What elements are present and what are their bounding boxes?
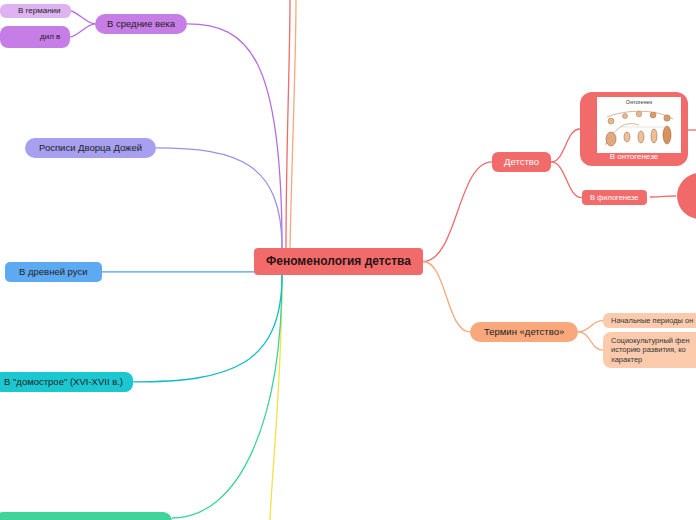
figure	[624, 132, 630, 142]
branch-connector	[578, 321, 603, 332]
node-text: Детство	[504, 156, 539, 168]
subtopic-box: Начальные периоды он	[603, 313, 696, 328]
cell-figure	[608, 118, 614, 124]
topic-box: Термин «детство»	[470, 322, 578, 342]
subtopic-box: дил в	[0, 26, 70, 48]
illustration-picture	[597, 97, 681, 153]
branch-connector	[133, 275, 282, 382]
branch-connector	[70, 24, 95, 37]
branch-connector	[578, 332, 603, 350]
node-text: В онтогенезе	[610, 152, 658, 162]
cell-figure	[650, 112, 656, 118]
branch-connector	[71, 11, 95, 24]
branch-line	[286, 0, 290, 248]
image-topic: Онтогенез В онтогенезе	[580, 92, 688, 166]
branch-connector	[551, 162, 582, 198]
branch-connector	[551, 129, 580, 162]
branch-connector	[156, 148, 282, 248]
branch-connector	[187, 24, 282, 248]
topic-box: Детство	[492, 152, 551, 172]
node-text: Социокультурный фен историю развития, ко…	[611, 336, 695, 364]
topic-box: В средние века	[95, 14, 187, 34]
central-topic: Феноменология детства	[254, 248, 423, 275]
cell-figure	[636, 111, 642, 117]
picture-ground	[597, 97, 681, 153]
node-text: В германии	[18, 6, 61, 16]
topic-box: В древней руси	[5, 262, 102, 282]
node-text: В средние века	[107, 18, 175, 30]
branch-line	[270, 275, 282, 520]
branch-box	[0, 512, 172, 520]
cycle-arc	[607, 111, 673, 119]
subtopic-box: В филогенезе	[582, 190, 647, 205]
branch-line	[290, 0, 296, 248]
cell-figure	[623, 114, 628, 119]
node-text: Росписи Дворца Дожей	[39, 142, 142, 154]
cell-figure	[664, 115, 670, 121]
subtopic-box: Социокультурный фен историю развития, ко…	[603, 332, 696, 368]
illustration-title: Онтогенез	[597, 99, 681, 106]
subtopic-box: В германии	[0, 4, 71, 18]
topic-box: В "домострое" (XVI-XVII в.)	[0, 372, 133, 392]
node-text: В филогенезе	[590, 193, 639, 202]
node-text: Термин «детство»	[484, 326, 564, 338]
figure	[606, 132, 616, 146]
branch-connector	[423, 162, 492, 262]
branch-line	[688, 129, 696, 130]
figure	[663, 126, 671, 144]
node-text: Феноменология детства	[266, 254, 411, 269]
guide-line	[621, 127, 671, 128]
figure	[638, 131, 644, 143]
topic-box: Росписи Дворца Дожей	[25, 138, 156, 158]
node-text: В "домострое" (XVI-XVII в.)	[4, 376, 123, 388]
figure	[651, 129, 657, 143]
node-text: дил в	[40, 32, 60, 42]
branch-connector	[102, 271, 255, 272]
node-text: В древней руси	[19, 266, 88, 278]
branch-line	[650, 196, 676, 197]
ontogenesis-illustration: Онтогенез	[597, 97, 681, 153]
branch-circle	[677, 173, 696, 219]
branch-connector	[423, 262, 470, 332]
branch-line	[172, 275, 282, 518]
node-text: Начальные периоды он	[611, 316, 693, 325]
